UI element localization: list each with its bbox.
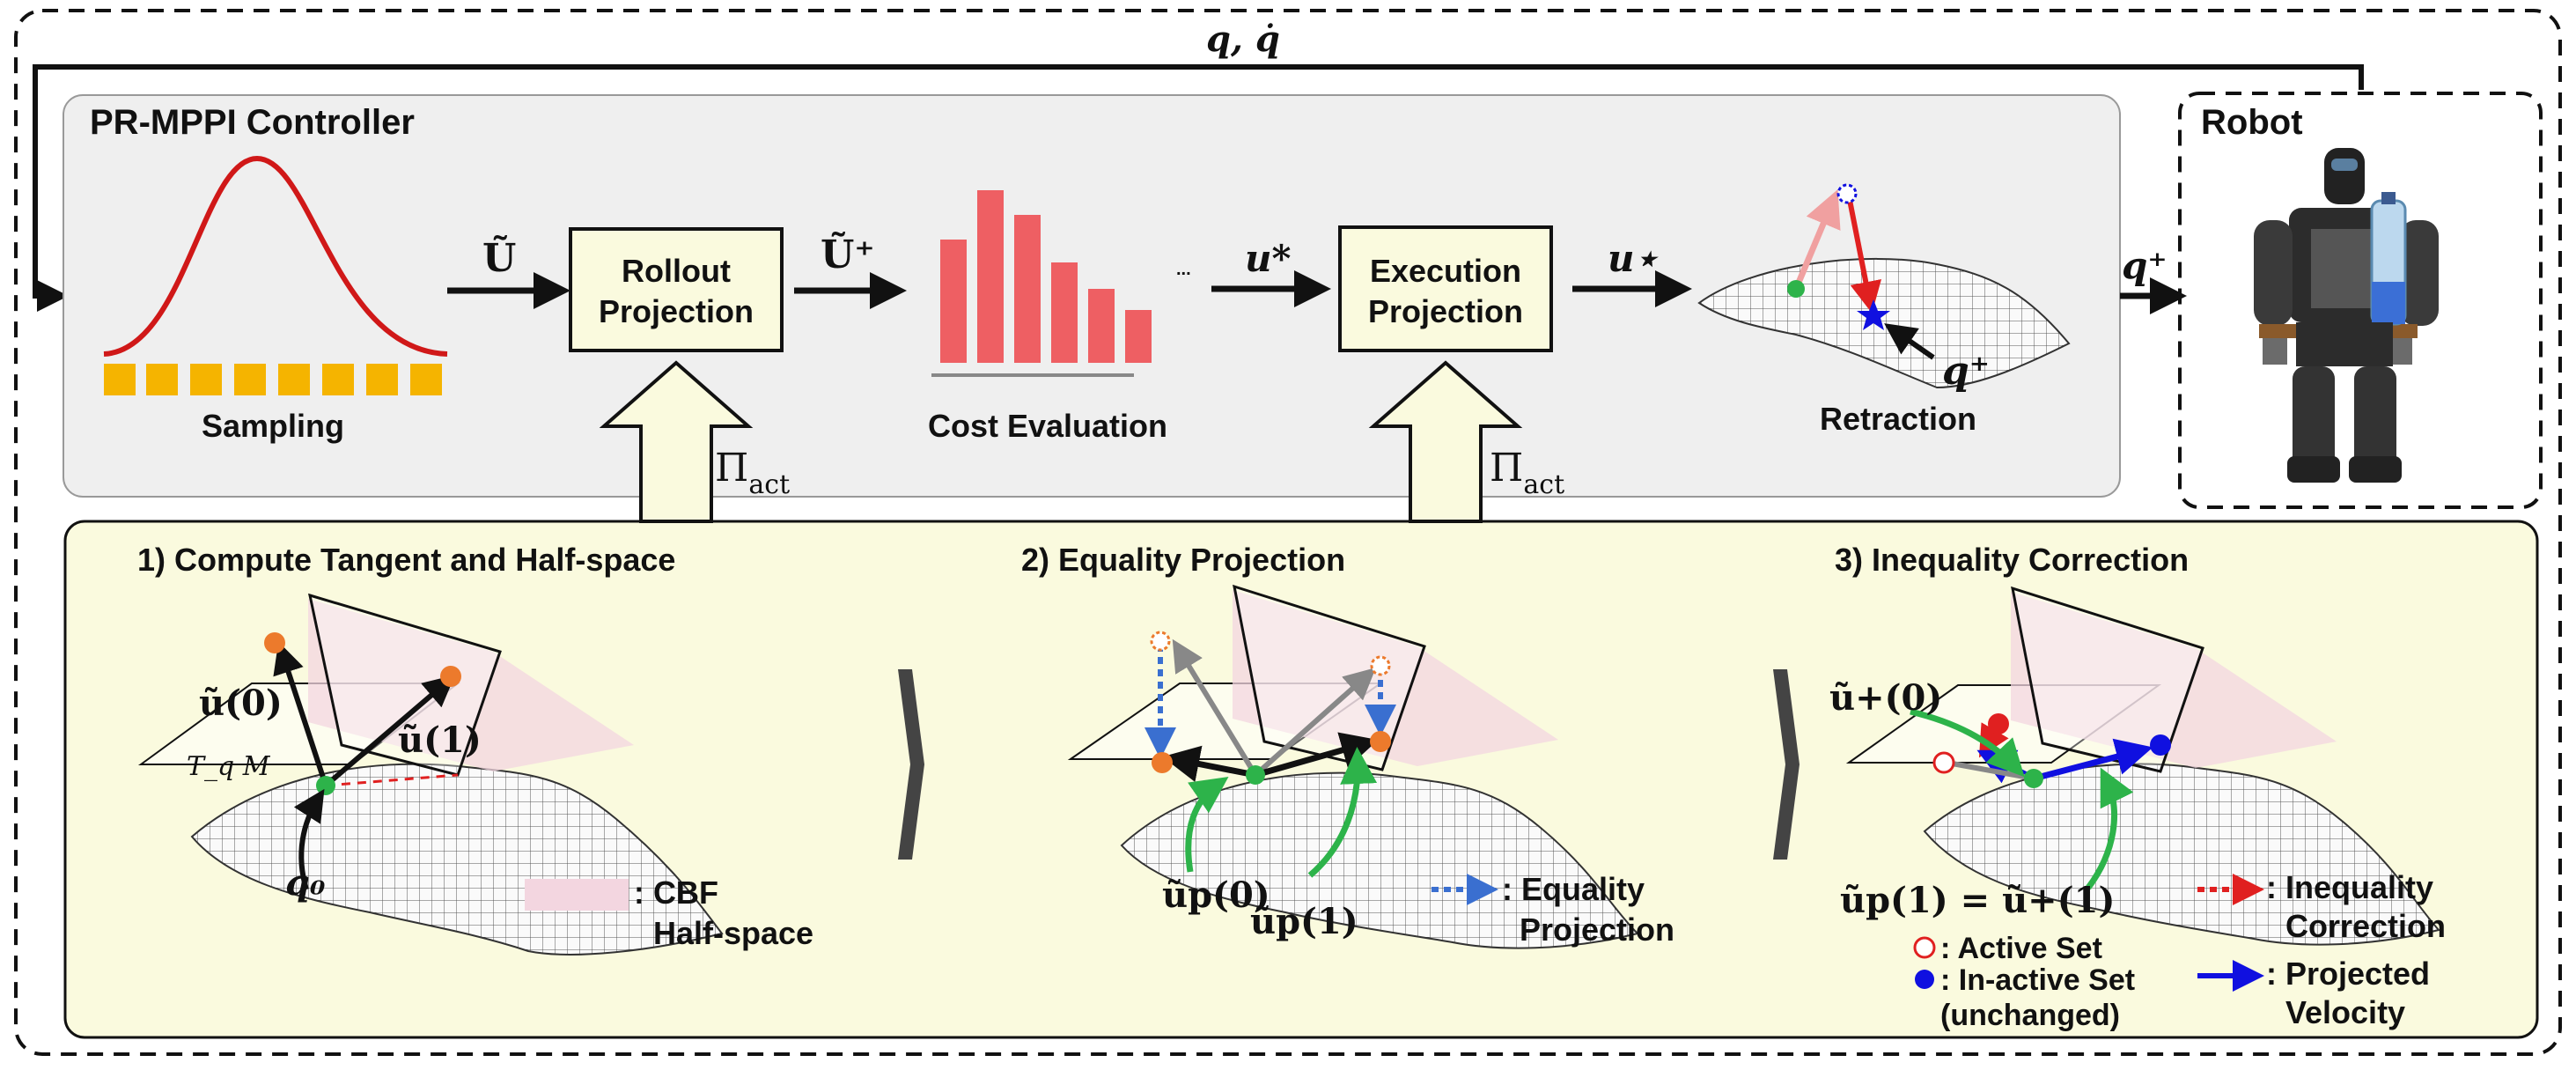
outer-frame: [14, 9, 2562, 1056]
step3-ineq-line1: : Inequality: [2266, 869, 2433, 905]
sampling-label: Sampling: [202, 408, 344, 444]
step1-legend-line1: : CBF: [634, 874, 718, 911]
step3-ineq-line2: Correction: [2285, 908, 2446, 944]
step2-up0: ũp(0): [1162, 874, 1270, 916]
pi-act-left: Πact: [715, 446, 790, 500]
retraction-surface: [1697, 183, 2071, 389]
q-plus-label: q⁺: [2122, 244, 2168, 287]
cost-label: Cost Evaluation: [928, 408, 1167, 444]
step2-title: 2) Equality Projection: [1021, 542, 1345, 578]
step1-u1: ũ(1): [398, 719, 482, 761]
cost-bars: [931, 190, 1152, 377]
step3-figure: [1845, 586, 2440, 992]
retraction-label: Retraction: [1820, 401, 1976, 437]
controller-title: PR-MPPI Controller: [90, 103, 415, 142]
step1-title: 1) Compute Tangent and Half-space: [137, 542, 675, 578]
step3-inactive-line1: : In-active Set: [1940, 963, 2135, 997]
step3-inactive-line2: (unchanged): [1940, 999, 2120, 1032]
step3-proj-line2: Velocity: [2285, 994, 2405, 1030]
u-star2-label: u⋆: [1608, 237, 1660, 280]
step3-uplus0: ũ+(0): [1829, 677, 1942, 719]
step2-legend-line1: : Equality: [1502, 871, 1645, 907]
step2-figure: [1067, 584, 1639, 949]
pi-act-arrow-right: [1368, 360, 1523, 523]
step2-legend-line2: Projection: [1520, 911, 1674, 948]
step1-legend-line2: Half-space: [653, 915, 813, 951]
step3-active: : Active Set: [1940, 932, 2102, 965]
execution-line2: Projection: [1368, 293, 1523, 329]
step3-title: 3) Inequality Correction: [1835, 542, 2189, 578]
step3-proj-line1: : Projected: [2266, 956, 2430, 992]
sampling-distribution: [103, 155, 448, 395]
rollout-line1: Rollout: [622, 253, 731, 289]
cost-ellipsis: ...: [1176, 260, 1191, 279]
chevron-2: [1773, 669, 1800, 860]
step1-q0: q₀: [285, 862, 326, 904]
rollout-projection-box: [569, 227, 784, 352]
chevron-1: [898, 669, 924, 860]
step1-figure: [137, 593, 724, 956]
rollout-line2: Projection: [599, 293, 754, 329]
u-tilde-plus-label: Ũ⁺: [821, 231, 875, 277]
pi-act-arrow-left: [599, 360, 754, 523]
step1-u0: ũ(0): [199, 683, 283, 724]
u-tilde-label: Ũ: [482, 234, 516, 281]
step3-eq: ũp(1) = ũ+(1): [1840, 880, 2115, 921]
step2-up1: ũp(1): [1250, 901, 1358, 942]
feedback-label: q, q̇: [1206, 18, 1280, 60]
robot-image: [2254, 148, 2439, 483]
q-plus-retract-label: q⁺: [1942, 349, 1990, 394]
u-star-label: u*: [1245, 237, 1292, 280]
pi-act-right: Πact: [1490, 446, 1564, 500]
execution-projection-box: [1338, 225, 1553, 352]
robot-title: Robot: [2201, 103, 2303, 142]
step1-tangent: T_q M: [187, 751, 271, 782]
feedback-line: [33, 64, 2364, 312]
execution-line1: Execution: [1370, 253, 1521, 289]
